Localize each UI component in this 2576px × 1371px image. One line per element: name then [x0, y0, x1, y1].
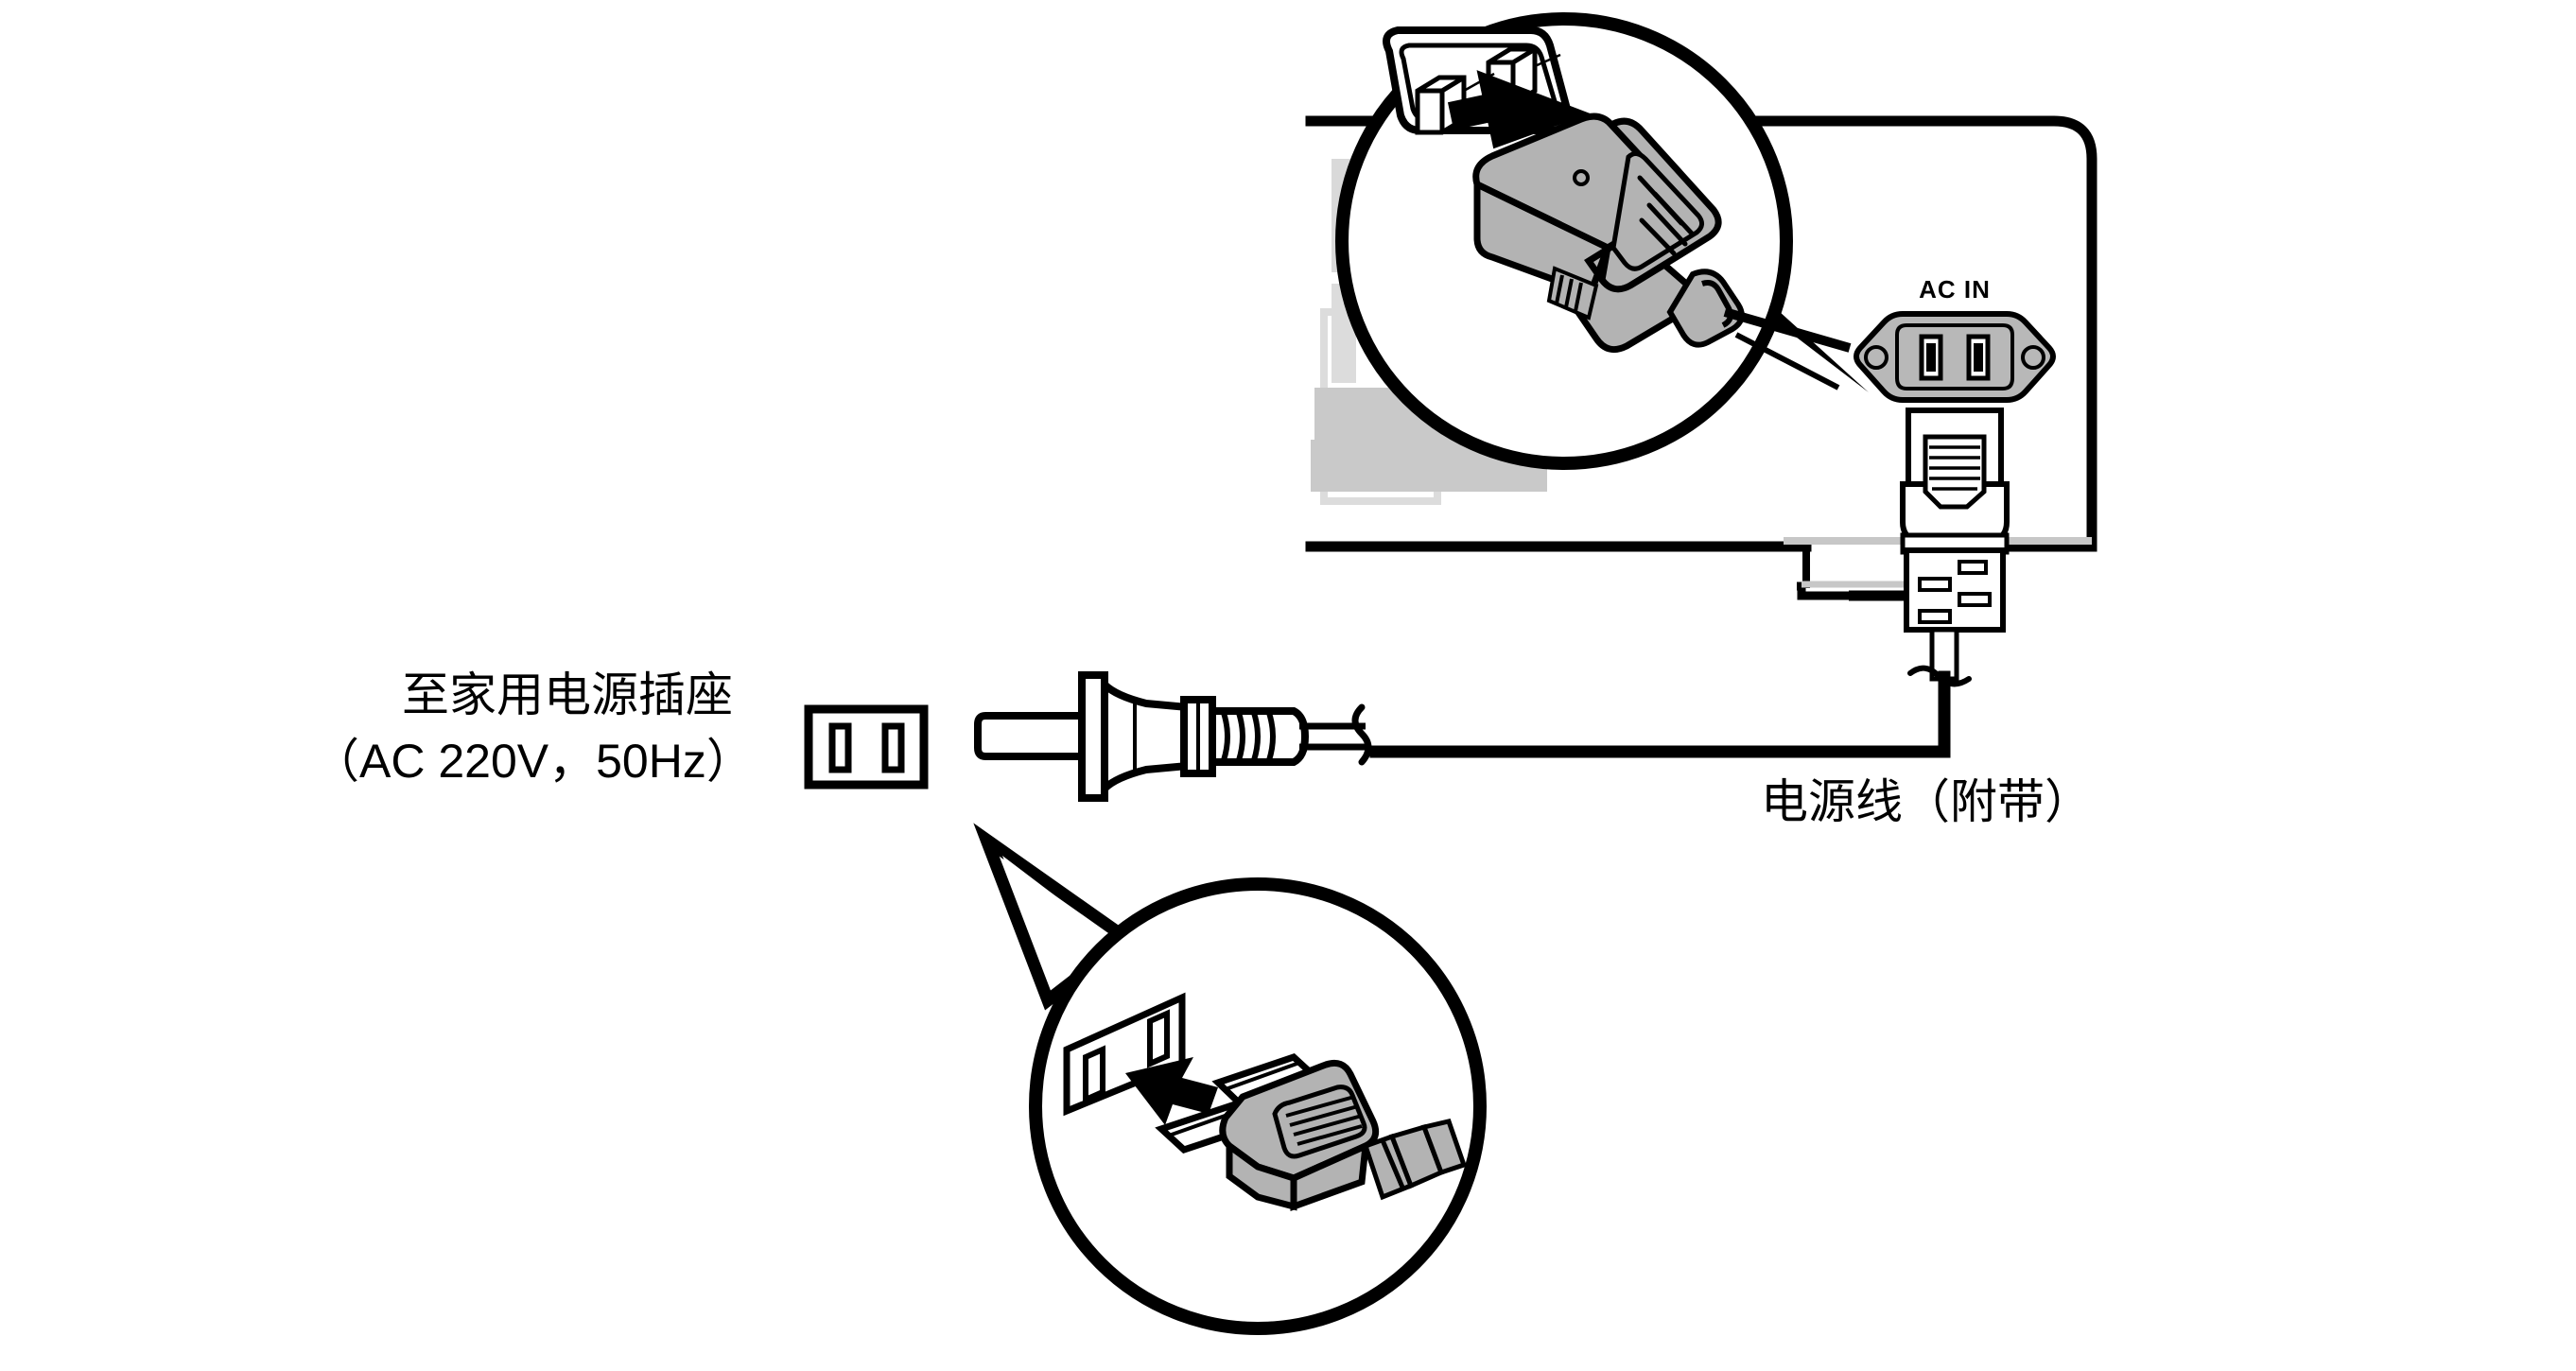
wall-outlet-icon	[804, 704, 929, 790]
callout-c13-connector	[1472, 113, 1745, 354]
power-cord-cable	[1369, 670, 1951, 758]
ac-inlet-label: AC IN	[1919, 275, 1991, 304]
power-cord-label: 电源线（附带）	[1761, 775, 2092, 828]
insertion-arrow-icon-outlet	[1125, 1057, 1218, 1125]
wall-plug-side-view	[974, 671, 1372, 802]
callout-wall-outlet-detail	[1029, 877, 1487, 1335]
ac-inlet: AC IN	[1854, 275, 2056, 403]
callout-two-prong-plug	[1155, 1053, 1468, 1211]
insertion-arrow-icon	[1447, 70, 1591, 149]
wall-outlet-label-line2: （AC 220V，50Hz）	[312, 735, 754, 788]
device-side-connector	[1900, 408, 2010, 687]
wall-outlet-label-line1: 至家用电源插座	[402, 668, 733, 721]
callout-ac-inlet-detail	[1335, 12, 1852, 470]
